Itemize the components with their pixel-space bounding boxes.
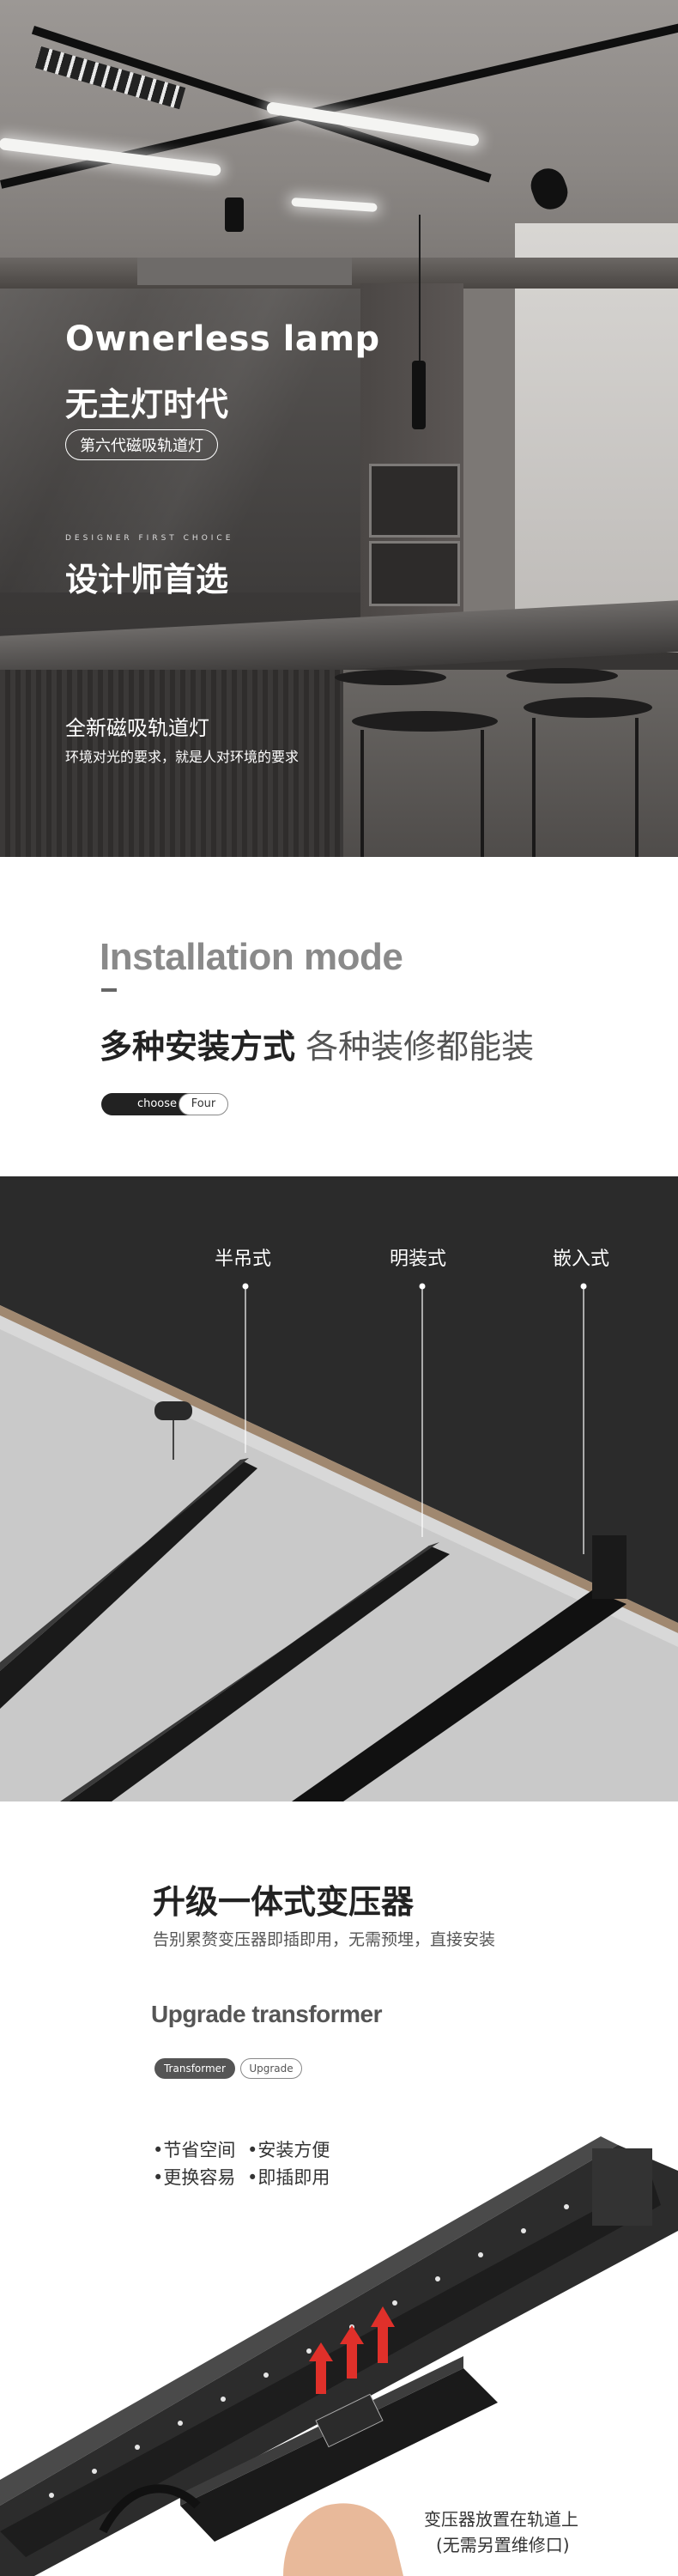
hero-designer-en: DESIGNER FIRST CHOICE (65, 534, 234, 543)
track-recessed-profile (592, 1535, 627, 1599)
installation-illustration (0, 1283, 678, 1801)
bar-stool-1 (335, 670, 446, 685)
leader-dot (580, 1283, 587, 1290)
feature-item: •节省空间 (153, 2140, 236, 2160)
hero-tagline: 环境对光的要求，就是人对环境的要求 (65, 749, 300, 765)
ceiling-plane (0, 1305, 678, 1801)
transformer-label (315, 2393, 384, 2448)
track-top-edge (0, 2136, 618, 2506)
installation-title-cn: 多种安装方式 各种装修都能装 (100, 1020, 534, 1067)
heat-arrows (309, 2306, 395, 2394)
pendant-light (412, 361, 426, 429)
installation-title-en: Installation mode (100, 936, 403, 978)
caption-line-2: (无需另置维修口) (436, 2535, 570, 2555)
range-hood (137, 258, 352, 285)
track-end-profile (592, 2148, 652, 2226)
counter-base (0, 670, 343, 857)
bar-stool-4 (524, 697, 652, 718)
hero-designer-cn: 设计师首选 (65, 561, 229, 598)
track-surface (69, 1546, 450, 1801)
transformer-subtitle: 告别累赘变压器即插即用，无需预埋，直接安装 (153, 1930, 496, 1949)
leader-dot (419, 1283, 426, 1290)
installation-title-bold: 多种安装方式 (100, 1028, 296, 1066)
transformer-box (180, 2368, 498, 2542)
ceiling-edge-wood (0, 1305, 678, 1633)
four-tag: Four (179, 1093, 228, 1115)
upgrade-tag: Upgrade (240, 2058, 302, 2079)
feature-item: •安装方便 (247, 2140, 330, 2160)
window (515, 223, 678, 653)
ceiling-mount (154, 1401, 192, 1420)
floor (343, 670, 678, 857)
oven-top (369, 464, 460, 538)
track-recessed (292, 1590, 627, 1801)
led-grille (49, 2204, 569, 2498)
hero-pill-badge: 第六代磁吸轨道灯 (65, 429, 218, 460)
stool-leg (532, 718, 536, 857)
label-pendant: 半吊式 (215, 1249, 272, 1270)
leader-dot (242, 1283, 249, 1290)
hero-subtitle: 全新磁吸轨道灯 (65, 716, 209, 740)
track-slot (0, 2179, 661, 2557)
stool-leg (635, 718, 639, 857)
caption-line-1: 变压器放置在轨道上 (424, 2509, 578, 2530)
installation-diagram: 半吊式 明装式 嵌入式 (0, 1176, 678, 1801)
track-pendant (0, 1460, 257, 1709)
title-underline (101, 988, 117, 992)
bar-stool-2 (352, 711, 498, 732)
bar-stool-3 (506, 668, 618, 683)
oven-bottom (369, 541, 460, 606)
installation-title-light: 各种装修都能装 (306, 1028, 535, 1066)
hero-banner: Ownerless lamp 无主灯时代 第六代磁吸轨道灯 DESIGNER F… (0, 0, 678, 857)
hand (283, 2503, 403, 2576)
hero-title-cn: 无主灯时代 (65, 386, 229, 423)
stool-leg (360, 730, 364, 857)
track-surface-top (60, 1542, 439, 1801)
label-recessed: 嵌入式 (553, 1249, 610, 1270)
power-cable (99, 2484, 201, 2534)
stool-leg (481, 730, 484, 857)
hero-title-en: Ownerless lamp (65, 319, 380, 359)
spotlight-1 (225, 197, 244, 232)
feature-item: •更换容易 (153, 2167, 236, 2188)
ceiling-edge-face (0, 1315, 678, 1647)
installation-section: Installation mode 多种安装方式 各种装修都能装 choose … (0, 857, 678, 1176)
transformer-illustration (0, 2136, 678, 2576)
transformer-section: 升级一体式变压器 告别累赘变压器即插即用，无需预埋，直接安装 Upgrade t… (0, 1801, 678, 2576)
transformer-tag: Transformer (154, 2058, 235, 2079)
pendant-cord (419, 215, 421, 404)
label-surface: 明装式 (390, 1249, 447, 1270)
transformer-title-cn: 升级一体式变压器 (153, 1883, 415, 1921)
feature-item: •即插即用 (247, 2167, 330, 2188)
wall-panel (463, 258, 515, 653)
transformer-title-en: Upgrade transformer (151, 2001, 383, 2027)
